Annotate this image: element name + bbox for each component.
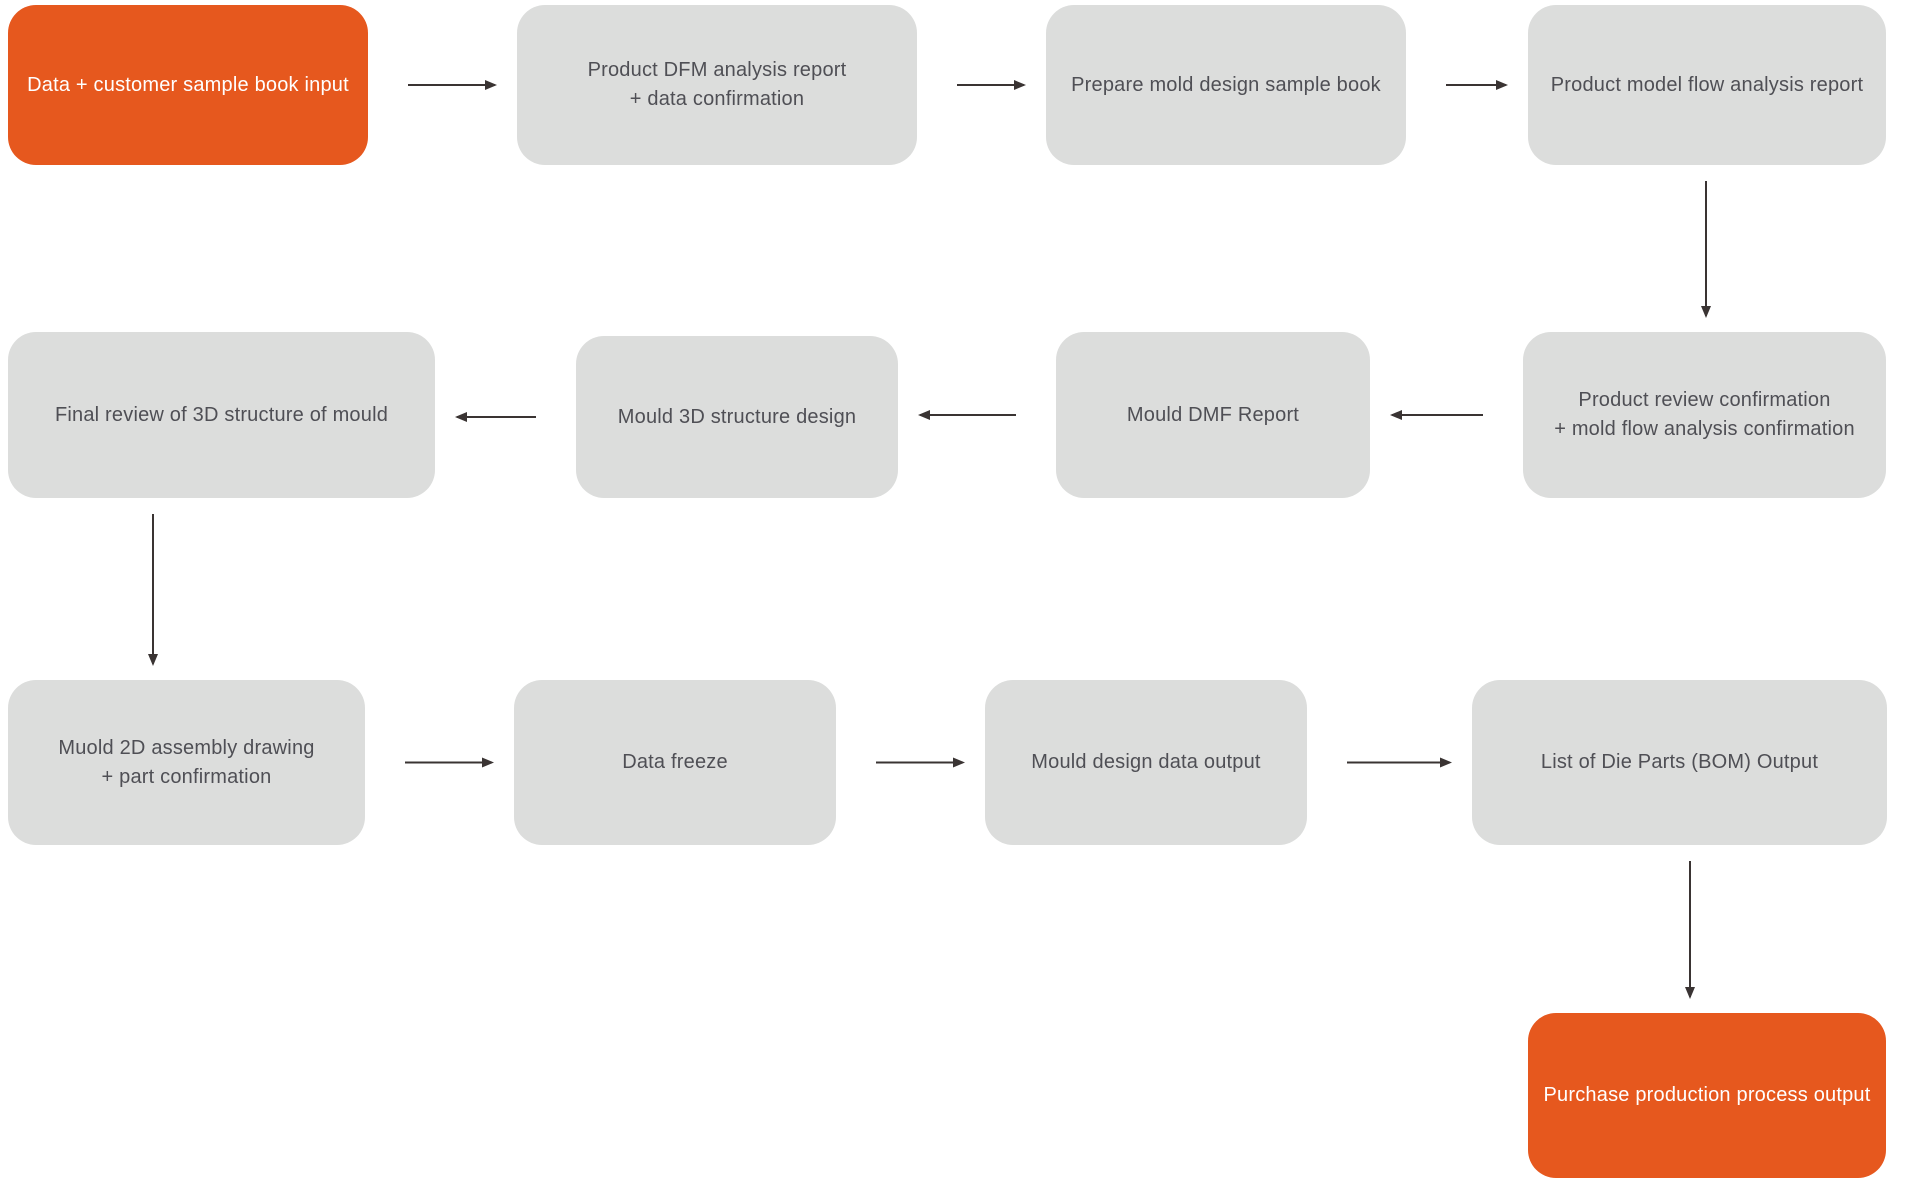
flow-node: Muold 2D assembly drawing + part confirm…: [8, 680, 365, 845]
flow-node-label: Product review confirmation + mold flow …: [1554, 389, 1855, 440]
flow-node-label: Mould 3D structure design: [617, 405, 857, 428]
flow-node-label: Final review of 3D structure of mould: [54, 403, 389, 426]
flow-node-label: Data freeze: [622, 751, 728, 773]
flow-node: Product review confirmation + mold flow …: [1523, 332, 1886, 498]
flow-node-label: Prepare mold design sample book: [1071, 73, 1381, 96]
flow-node-label: Product DFM analysis report + data confi…: [587, 59, 847, 110]
flow-node: Product model flow analysis report: [1528, 5, 1886, 165]
flow-node: Prepare mold design sample book: [1046, 5, 1406, 165]
flow-node: Data freeze: [514, 680, 836, 845]
flow-node: Data + customer sample book input: [8, 5, 368, 165]
flow-node: Purchase production process output: [1528, 1013, 1886, 1178]
flow-node-label: Product model flow analysis report: [1550, 73, 1864, 96]
flow-node-label: Data + customer sample book input: [27, 73, 349, 96]
flow-node: Mould 3D structure design: [576, 336, 898, 498]
flow-node: Product DFM analysis report + data confi…: [517, 5, 917, 165]
flow-node: Final review of 3D structure of mould: [8, 332, 435, 498]
flow-node-label: Mould DMF Report: [1126, 403, 1300, 426]
flow-node: Mould DMF Report: [1056, 332, 1370, 498]
flow-node-label: List of Die Parts (BOM) Output: [1540, 751, 1819, 773]
flow-node-label: Purchase production process output: [1543, 1084, 1871, 1106]
flow-node: Mould design data output: [985, 680, 1307, 845]
flow-node: List of Die Parts (BOM) Output: [1472, 680, 1887, 845]
flow-node-label: Muold 2D assembly drawing + part confirm…: [58, 736, 315, 788]
flow-node-label: Mould design data output: [1031, 751, 1261, 773]
